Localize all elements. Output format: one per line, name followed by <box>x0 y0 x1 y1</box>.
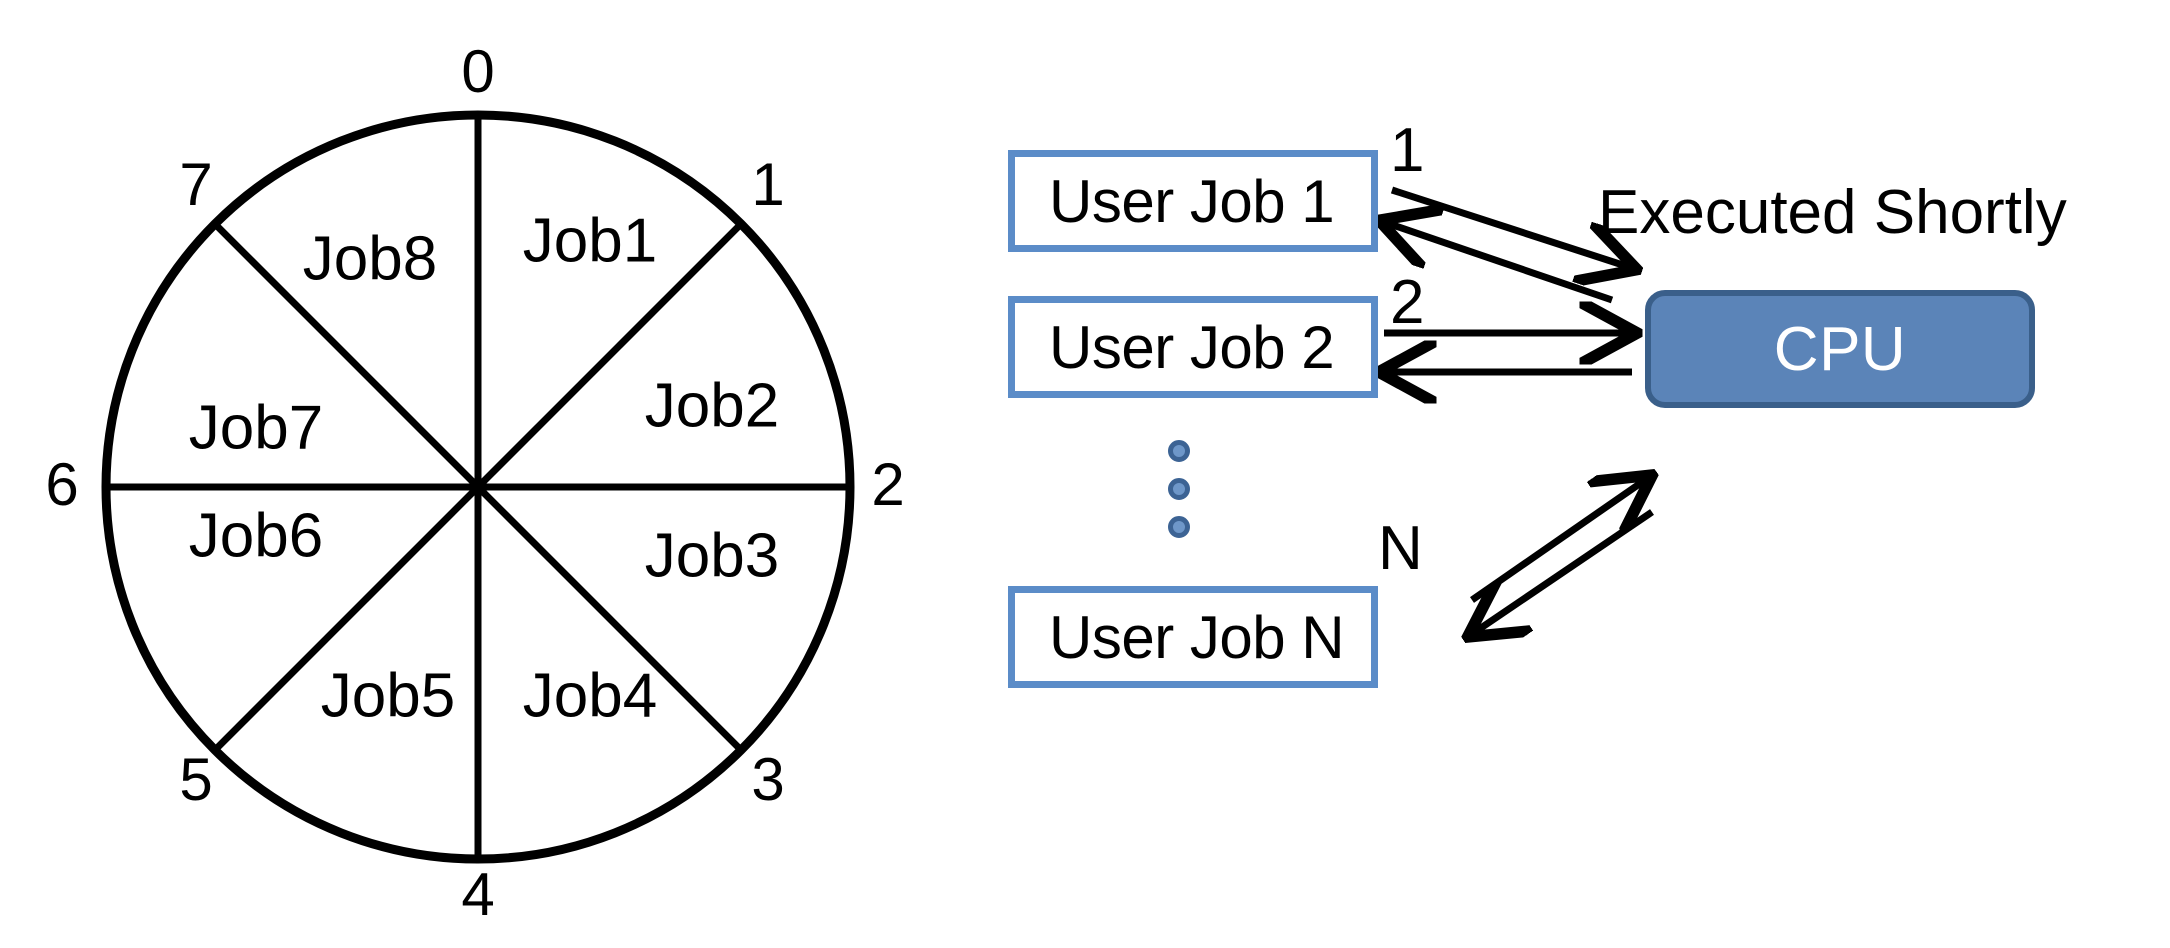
jobn-to-cpu-arrow <box>1470 478 1648 603</box>
user-job-1-box[interactable]: User Job 1 <box>1008 150 1378 252</box>
user-job-n-box[interactable]: User Job N <box>1008 586 1378 688</box>
cpu-box[interactable]: CPU <box>1645 290 2035 408</box>
wheel-slice-label-job5: Job5 <box>321 661 455 730</box>
ellipsis-dot <box>1168 516 1190 538</box>
ellipsis-dot <box>1168 440 1190 462</box>
wheel-slice-label-job1: Job1 <box>523 206 657 275</box>
wheel-tick-labels: 0 1 2 3 4 5 6 7 <box>45 38 904 928</box>
user-job-n-label: User Job N <box>1049 603 1345 671</box>
user-job-1-label: User Job 1 <box>1049 167 1335 235</box>
ellipsis-dot <box>1168 478 1190 500</box>
wheel-spokes <box>106 115 850 859</box>
cpu-label: CPU <box>1773 314 1907 384</box>
wheel-slice-label-job3: Job3 <box>645 521 779 590</box>
wheel-slice-label-job4: Job4 <box>523 661 657 730</box>
flow-index-2: 2 <box>1390 268 1425 337</box>
flow-index-n: N <box>1378 514 1423 583</box>
wheel-slice-label-job8: Job8 <box>303 224 437 293</box>
wheel-tick-label-2: 2 <box>871 451 904 518</box>
wheel-tick-label-3: 3 <box>751 746 784 813</box>
flow-index-1: 1 <box>1390 116 1425 185</box>
wheel-slice-label-job7: Job7 <box>189 393 323 462</box>
user-job-2-box[interactable]: User Job 2 <box>1008 296 1378 398</box>
wheel-tick-label-5: 5 <box>179 746 212 813</box>
wheel-tick-label-4: 4 <box>461 861 494 928</box>
wheel-tick-label-6: 6 <box>45 451 78 518</box>
job1-to-cpu-arrow <box>1390 186 1632 268</box>
vertical-ellipsis-icon <box>1168 440 1190 538</box>
executed-shortly-caption: Executed Shortly <box>1598 178 2067 247</box>
wheel-slice-label-job2: Job2 <box>645 371 779 440</box>
cpu-to-jobn-arrow <box>1472 509 1654 634</box>
wheel-spoke <box>212 221 744 753</box>
wheel-tick-label-7: 7 <box>179 151 212 218</box>
wheel-tick-label-0: 0 <box>461 38 494 105</box>
wheel-tick-label-1: 1 <box>751 151 784 218</box>
user-job-2-label: User Job 2 <box>1049 313 1335 381</box>
wheel-slice-label-job6: Job6 <box>189 501 323 570</box>
